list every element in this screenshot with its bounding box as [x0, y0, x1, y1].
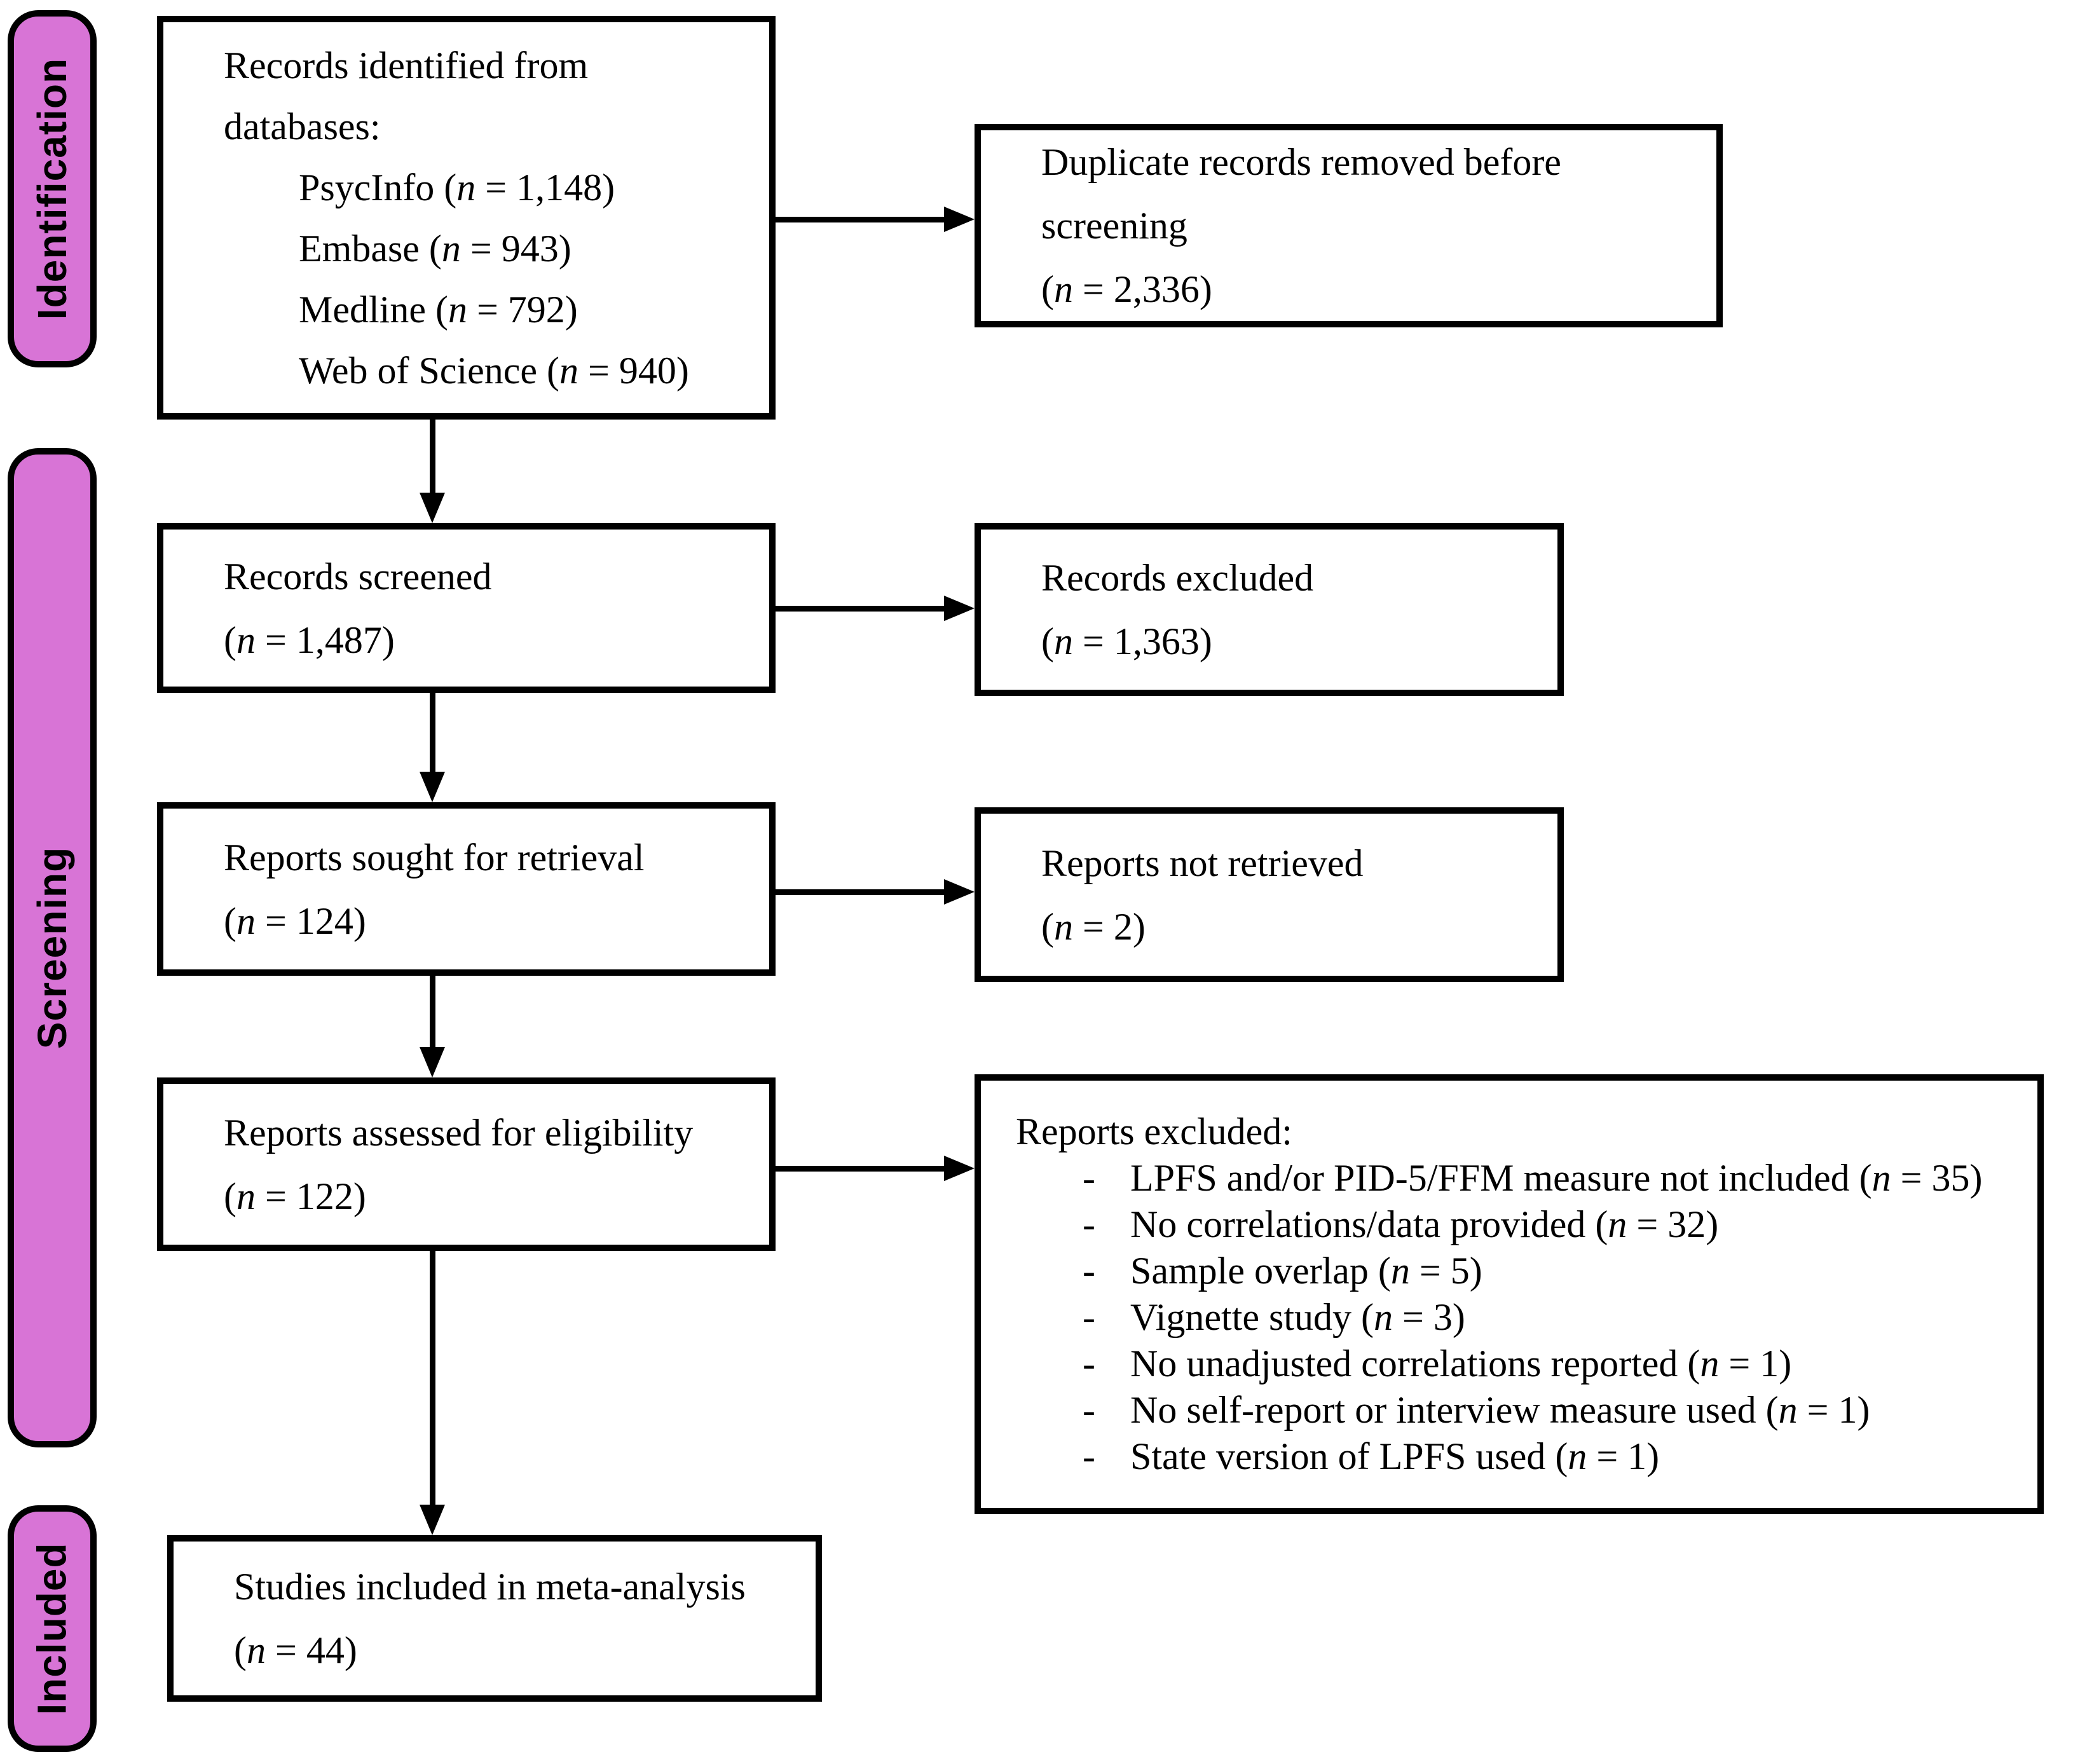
- bullet-text: Sample overlap (n = 5): [1130, 1250, 1482, 1292]
- box-records-identified-text: Records identified from databases:: [224, 44, 589, 147]
- bullet-text: LPFS and/or PID-5/FFM measure not includ…: [1130, 1157, 1983, 1199]
- exclusion-reason-item: -LPFS and/or PID-5/FFM measure not inclu…: [1016, 1155, 2018, 1201]
- bullet-marker: -: [1083, 1343, 1095, 1385]
- exclusion-reason-list: -LPFS and/or PID-5/FFM measure not inclu…: [1016, 1155, 2018, 1480]
- exclusion-reason-item: -Sample overlap (n = 5): [1016, 1248, 2018, 1294]
- exclusion-reason-item: -Vignette study (n = 3): [1016, 1294, 2018, 1341]
- box-studies-included: Studies included in meta-analysis (n = 4…: [167, 1535, 822, 1702]
- arrow-shaft: [430, 692, 435, 775]
- bullet-text: No unadjusted correlations reported (n =…: [1130, 1343, 1792, 1385]
- box-duplicates-removed-text: Duplicate records removed before screeni…: [1041, 141, 1561, 247]
- box-reports-assessed: Reports assessed for eligibility (n = 12…: [157, 1077, 776, 1251]
- arrow-head: [944, 596, 975, 621]
- box-reports-sought: Reports sought for retrieval (n = 124): [157, 802, 776, 976]
- bullet-marker: -: [1083, 1250, 1095, 1292]
- bullet-marker: -: [1083, 1389, 1095, 1431]
- stage-bar-identification-label: Identification: [29, 57, 75, 320]
- database-list: PsycInfo (n = 1,148) Embase (n = 943) Medl…: [224, 157, 750, 401]
- box-reports-not-retrieved-stat: (n = 2): [1041, 905, 1146, 948]
- arrow-head: [420, 1505, 445, 1535]
- box-reports-not-retrieved: Reports not retrieved (n = 2): [975, 807, 1564, 982]
- box-studies-included-stat: (n = 44): [234, 1629, 357, 1671]
- database-item: Medline (n = 792): [299, 288, 578, 331]
- bullet-marker: -: [1083, 1157, 1095, 1199]
- exclusion-reason-item: -State version of LPFS used (n = 1): [1016, 1433, 2018, 1480]
- box-duplicates-removed: Duplicate records removed before screeni…: [975, 124, 1723, 327]
- database-item: PsycInfo (n = 1,148): [299, 166, 615, 209]
- arrow-head: [944, 879, 975, 905]
- arrow-head: [944, 207, 975, 232]
- stage-bar-included-label: Included: [29, 1542, 75, 1715]
- arrow-head: [420, 1047, 445, 1077]
- box-records-screened-stat: (n = 1,487): [224, 619, 395, 661]
- stage-bar-identification: Identification: [8, 10, 97, 367]
- bullet-text: State version of LPFS used (n = 1): [1130, 1435, 1660, 1477]
- arrow-shaft: [776, 889, 946, 895]
- stage-bar-screening: Screening: [8, 448, 97, 1447]
- bullet-marker: -: [1083, 1203, 1095, 1245]
- arrow-shaft: [776, 1166, 946, 1172]
- exclusion-reason-item: -No correlations/data provided (n = 32): [1016, 1201, 2018, 1248]
- exclusion-reason-item: -No unadjusted correlations reported (n …: [1016, 1341, 2018, 1387]
- box-reports-sought-text: Reports sought for retrieval: [224, 836, 645, 879]
- box-records-identified: Records identified from databases: PsycI…: [157, 16, 776, 420]
- box-duplicates-removed-stat: (n = 2,336): [1041, 268, 1212, 310]
- bullet-marker: -: [1083, 1435, 1095, 1477]
- box-records-excluded-stat: (n = 1,363): [1041, 620, 1212, 662]
- arrow-shaft: [776, 606, 946, 612]
- arrow-head: [420, 772, 445, 802]
- box-studies-included-text: Studies included in meta-analysis: [234, 1566, 746, 1608]
- bullet-text: No self-report or interview measure used…: [1130, 1389, 1870, 1431]
- box-records-excluded-text: Records excluded: [1041, 557, 1314, 599]
- arrow-shaft: [430, 974, 435, 1050]
- arrow-head: [420, 493, 445, 523]
- bullet-text: Vignette study (n = 3): [1130, 1296, 1465, 1338]
- box-reports-excluded-title: Reports excluded:: [1016, 1111, 1292, 1152]
- box-records-excluded: Records excluded (n = 1,363): [975, 523, 1564, 696]
- bullet-marker: -: [1083, 1296, 1095, 1338]
- box-reports-assessed-text: Reports assessed for eligibility: [224, 1111, 694, 1154]
- box-reports-not-retrieved-text: Reports not retrieved: [1041, 842, 1364, 884]
- stage-bar-screening-label: Screening: [29, 846, 75, 1050]
- stage-bar-included: Included: [8, 1505, 97, 1752]
- arrow-shaft: [776, 217, 946, 222]
- box-reports-assessed-stat: (n = 122): [224, 1175, 366, 1217]
- database-item: Web of Science (n = 940): [299, 349, 689, 392]
- bullet-text: No correlations/data provided (n = 32): [1130, 1203, 1719, 1245]
- exclusion-reason-item: -No self-report or interview measure use…: [1016, 1387, 2018, 1433]
- box-reports-sought-stat: (n = 124): [224, 899, 366, 942]
- box-records-screened-text: Records screened: [224, 555, 492, 598]
- box-records-screened: Records screened (n = 1,487): [157, 523, 776, 693]
- arrow-shaft: [430, 1250, 435, 1508]
- database-item: Embase (n = 943): [299, 227, 571, 270]
- box-reports-excluded: Reports excluded: -LPFS and/or PID-5/FFM…: [975, 1074, 2044, 1514]
- arrow-shaft: [430, 418, 435, 496]
- arrow-head: [944, 1156, 975, 1181]
